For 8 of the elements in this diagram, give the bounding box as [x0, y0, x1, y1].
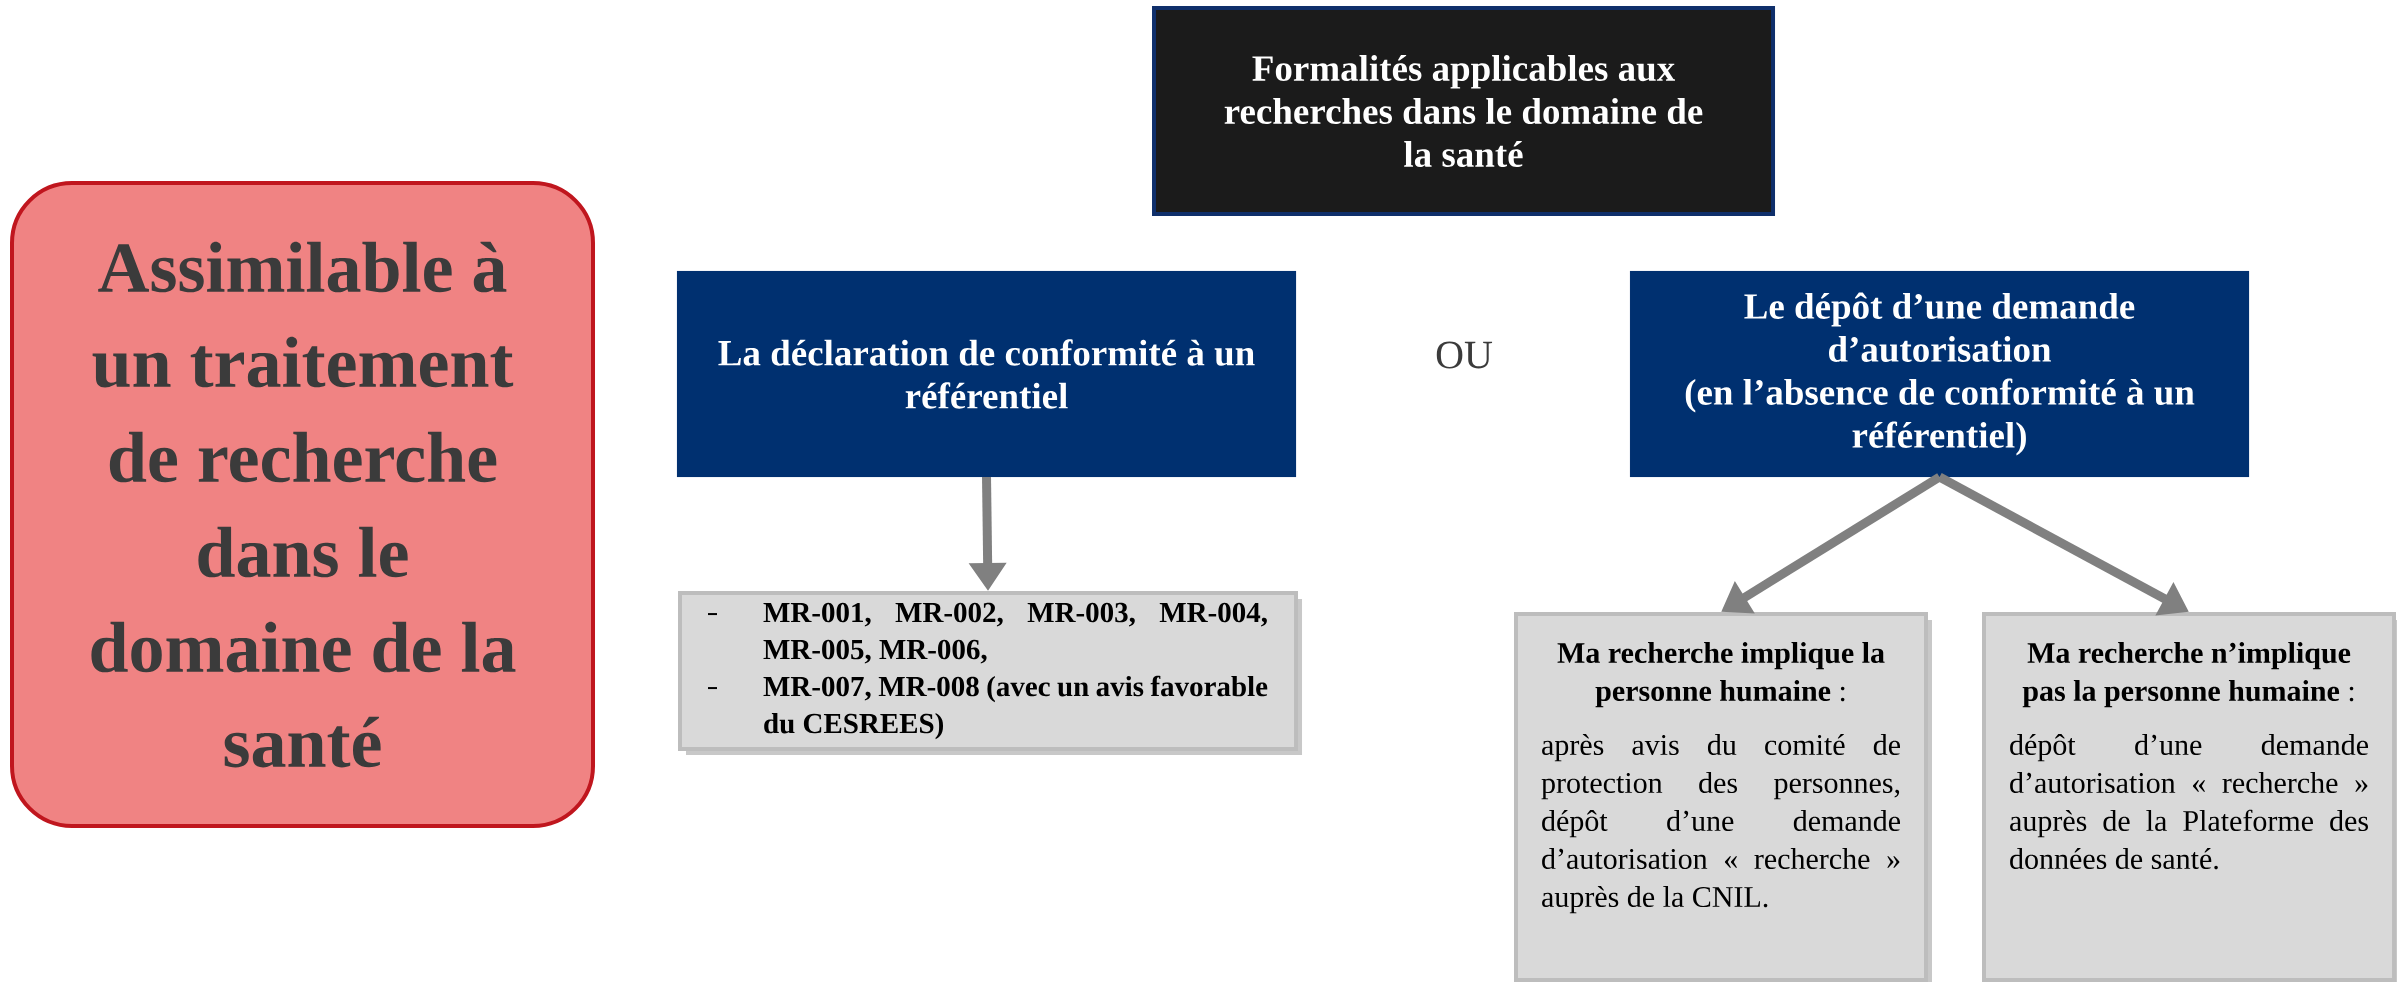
- list-box: MR-001, MR-002, MR-003, MR-004, MR-005, MR-006, MR-007, MR-008 (avec un avis favorable du CESREES): [678, 591, 1302, 755]
- rounded-box: Assimilable à un traitement de recherche dans le domaine de la santé: [10, 181, 595, 828]
- title-box: Formalités applicables aux recherches dans le domaine de la santé: [1152, 6, 1776, 216]
- note-box: Ma recherche n’implique pas la personne humaine : dépôt d’une demande d’autorisation « recherche » auprès de la Plateforme des données de santé.: [1982, 612, 2397, 982]
- process-box: La déclaration de conformité à un référentiel: [676, 270, 1297, 478]
- connector-word: OU: [1436, 341, 1493, 369]
- process-box: Le dépôt d’une demande d’autorisation (en l’absence de conformité à un référentiel): [1629, 270, 2250, 478]
- note-box: Ma recherche implique la personne humaine : après avis du comité de protection des personnes, dépôt d’une demande d’autorisation « recherche » auprès de la CNIL.: [1514, 612, 1933, 982]
